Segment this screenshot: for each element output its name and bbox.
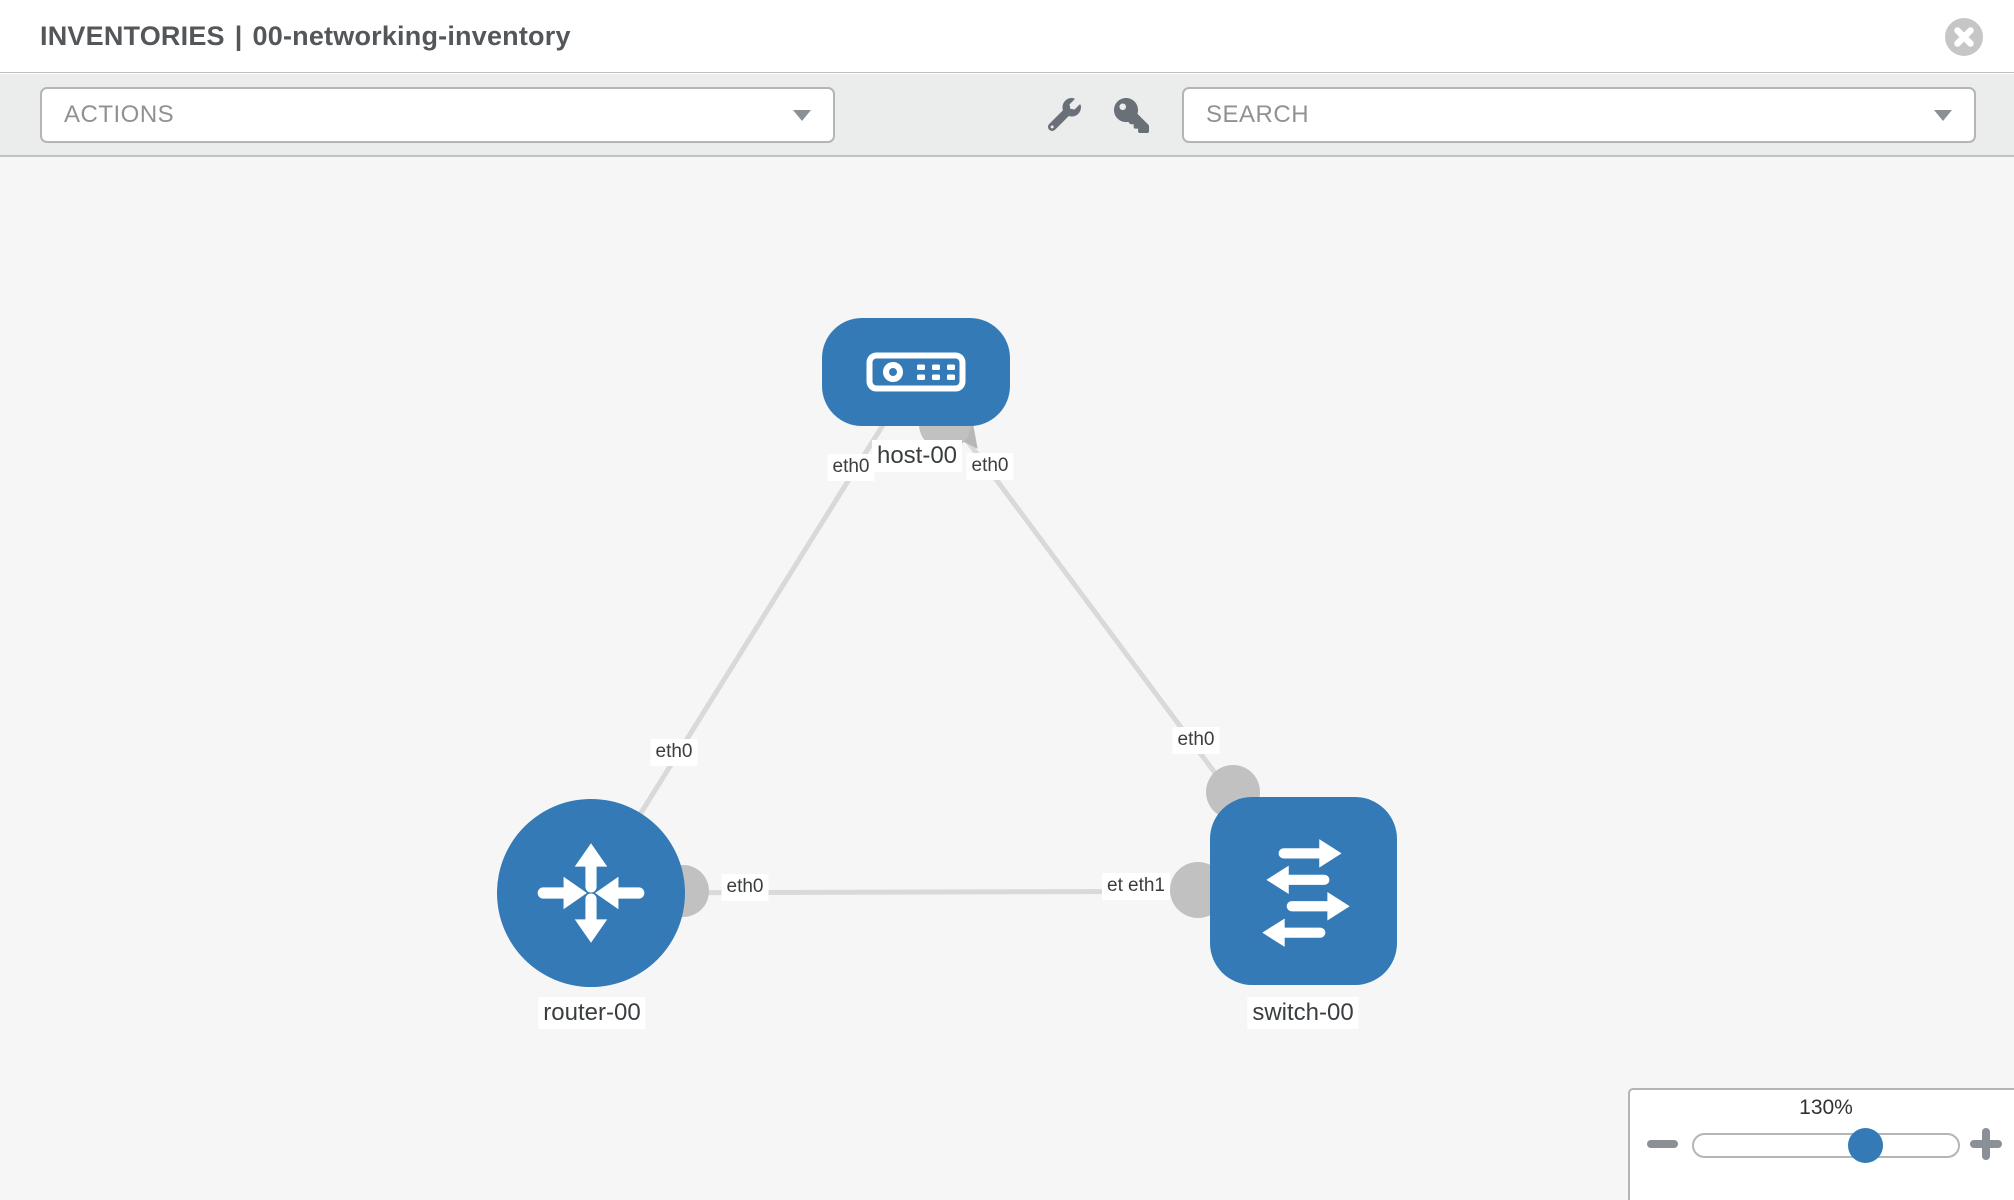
interface-label: eth1 bbox=[1123, 873, 1170, 900]
breadcrumb-section: INVENTORIES bbox=[40, 20, 225, 51]
node-label-router: router-00 bbox=[538, 997, 646, 1030]
chevron-down-icon bbox=[793, 109, 811, 121]
wrench-icon bbox=[1047, 98, 1081, 132]
zoom-out-button[interactable] bbox=[1647, 1140, 1678, 1148]
key-icon bbox=[1114, 98, 1149, 133]
zoom-slider-handle[interactable] bbox=[1848, 1128, 1883, 1163]
interface-label: eth0 bbox=[827, 454, 875, 481]
chevron-down-icon bbox=[1934, 109, 1952, 121]
zoom-slider[interactable] bbox=[1692, 1133, 1960, 1158]
node-host-00[interactable] bbox=[822, 318, 1010, 426]
tools-button[interactable] bbox=[1047, 98, 1081, 136]
page-title: INVENTORIES | 00-networking-inventory bbox=[40, 21, 571, 52]
node-label-switch: switch-00 bbox=[1247, 997, 1359, 1030]
router-icon bbox=[537, 843, 645, 943]
topology-canvas[interactable]: eth0 eth0 eth0 eth0 eth0 eth1 eth1 host-… bbox=[0, 157, 2014, 1200]
host-icon bbox=[866, 352, 966, 392]
interface-label: eth0 bbox=[721, 874, 769, 901]
actions-dropdown-label: ACTIONS bbox=[64, 101, 175, 128]
topology-edges bbox=[588, 370, 1306, 896]
node-router-00[interactable] bbox=[497, 799, 685, 987]
interface-label: eth0 bbox=[1172, 727, 1220, 754]
actions-dropdown[interactable]: ACTIONS bbox=[40, 87, 835, 143]
title-separator: | bbox=[234, 20, 243, 51]
search-input[interactable] bbox=[1206, 101, 1934, 129]
page-header: INVENTORIES | 00-networking-inventory bbox=[0, 0, 2014, 73]
close-icon bbox=[1945, 18, 1983, 56]
inventory-name: 00-networking-inventory bbox=[252, 20, 571, 51]
zoom-in-button[interactable] bbox=[1970, 1128, 2002, 1160]
close-button[interactable] bbox=[1944, 17, 1984, 57]
zoom-level: 130% bbox=[1799, 1096, 1853, 1119]
interface-label: eth0 bbox=[966, 453, 1014, 480]
interface-label: eth0 bbox=[650, 739, 698, 766]
zoom-panel: 130% bbox=[1628, 1088, 2014, 1200]
toolbar: ACTIONS bbox=[0, 74, 2014, 157]
search-dropdown[interactable] bbox=[1182, 87, 1976, 143]
credentials-button[interactable] bbox=[1114, 98, 1149, 138]
node-label-host: host-00 bbox=[871, 440, 963, 473]
switch-icon bbox=[1261, 839, 1350, 947]
node-switch-00[interactable] bbox=[1210, 797, 1397, 985]
